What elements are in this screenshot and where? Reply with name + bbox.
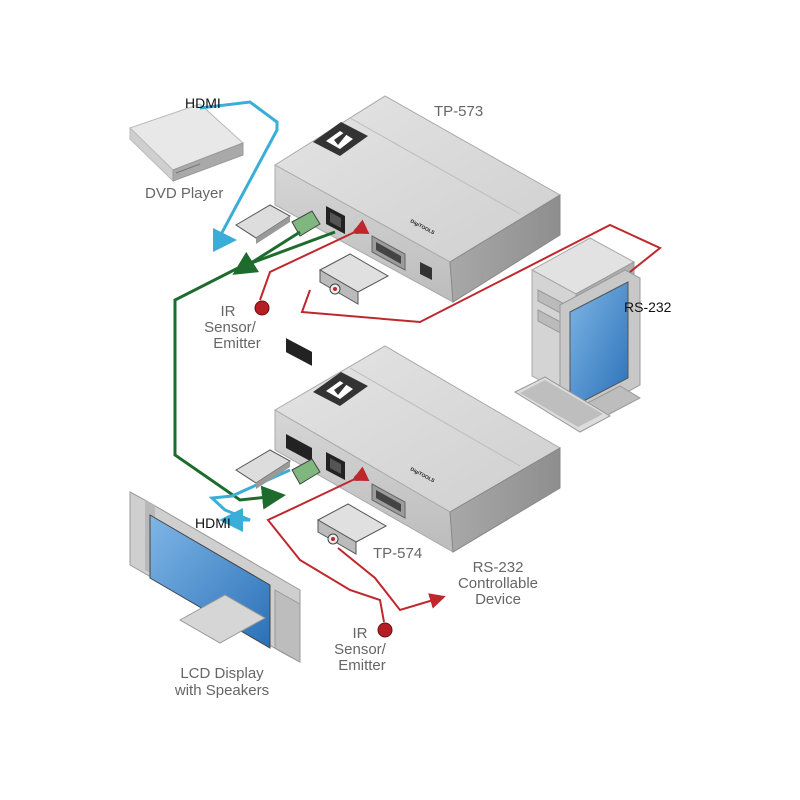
hdmi-plug-top (235, 204, 291, 244)
ir-bottom-label-1: IR (353, 625, 368, 642)
ir-cable-bottom (266, 466, 385, 623)
tp573-hdmi-port (286, 338, 312, 366)
tp574-hdmi-port (286, 434, 312, 462)
ir-emitter-top-icon (254, 300, 270, 316)
rs232-device-label-2: Controllable (458, 575, 538, 592)
ir-emitter-bottom-icon (377, 622, 393, 638)
rs232-device-label-3: Device (475, 591, 521, 608)
lan-cable-arrow (232, 230, 301, 275)
lcd-label-1: LCD Display (180, 665, 264, 682)
tp574-label: TP-574 (373, 545, 422, 562)
tp574-rs232-port (371, 483, 406, 519)
ir-top-label-1: IR (221, 303, 236, 320)
ir-plug-bottom (291, 458, 321, 485)
lcd-label-2: with Speakers (174, 682, 269, 699)
tp573-lan-port (326, 206, 345, 234)
hdmi-input-label: HDMI (185, 95, 221, 111)
ir-top-label-2: Sensor/ (204, 319, 257, 336)
tp573-power-jack (420, 262, 432, 280)
hdmi-plug-bottom (235, 449, 291, 489)
rs232-device-label-1: RS-232 (473, 559, 524, 576)
tp573-rs232-port (371, 235, 406, 271)
ir-bottom-label-3: Emitter (338, 657, 386, 674)
ir-cable-top (259, 219, 370, 301)
dvd-player-label: DVD Player (145, 185, 223, 202)
hdmi-output-label: HDMI (195, 515, 231, 531)
kramer-logo-icon (313, 122, 368, 156)
ir-top-label-3: Emitter (213, 335, 261, 352)
ir-bottom-label-2: Sensor/ (334, 641, 387, 658)
kramer-logo-icon (313, 372, 368, 406)
tp573-label: TP-573 (434, 103, 483, 120)
rs232-plug-bottom (316, 503, 388, 555)
tp573-transmitter: DigiTOOLS (274, 95, 561, 366)
ir-plug-top (291, 210, 321, 237)
rs232-cable-pc (300, 223, 662, 324)
rs232-cable-device (337, 547, 446, 612)
hdmi-cable-input (199, 100, 279, 252)
pc-screen (569, 281, 629, 409)
tp574-lan-port (326, 452, 345, 480)
dvd-player (129, 103, 244, 183)
tp574-receiver: DigiTOOLS (274, 345, 561, 553)
hdmi-cable-output (208, 468, 291, 532)
rs232-plug-top (318, 253, 390, 305)
desktop-pc (513, 237, 642, 433)
lcd-display (129, 491, 301, 663)
rs232-pc-label: RS-232 (624, 299, 672, 315)
